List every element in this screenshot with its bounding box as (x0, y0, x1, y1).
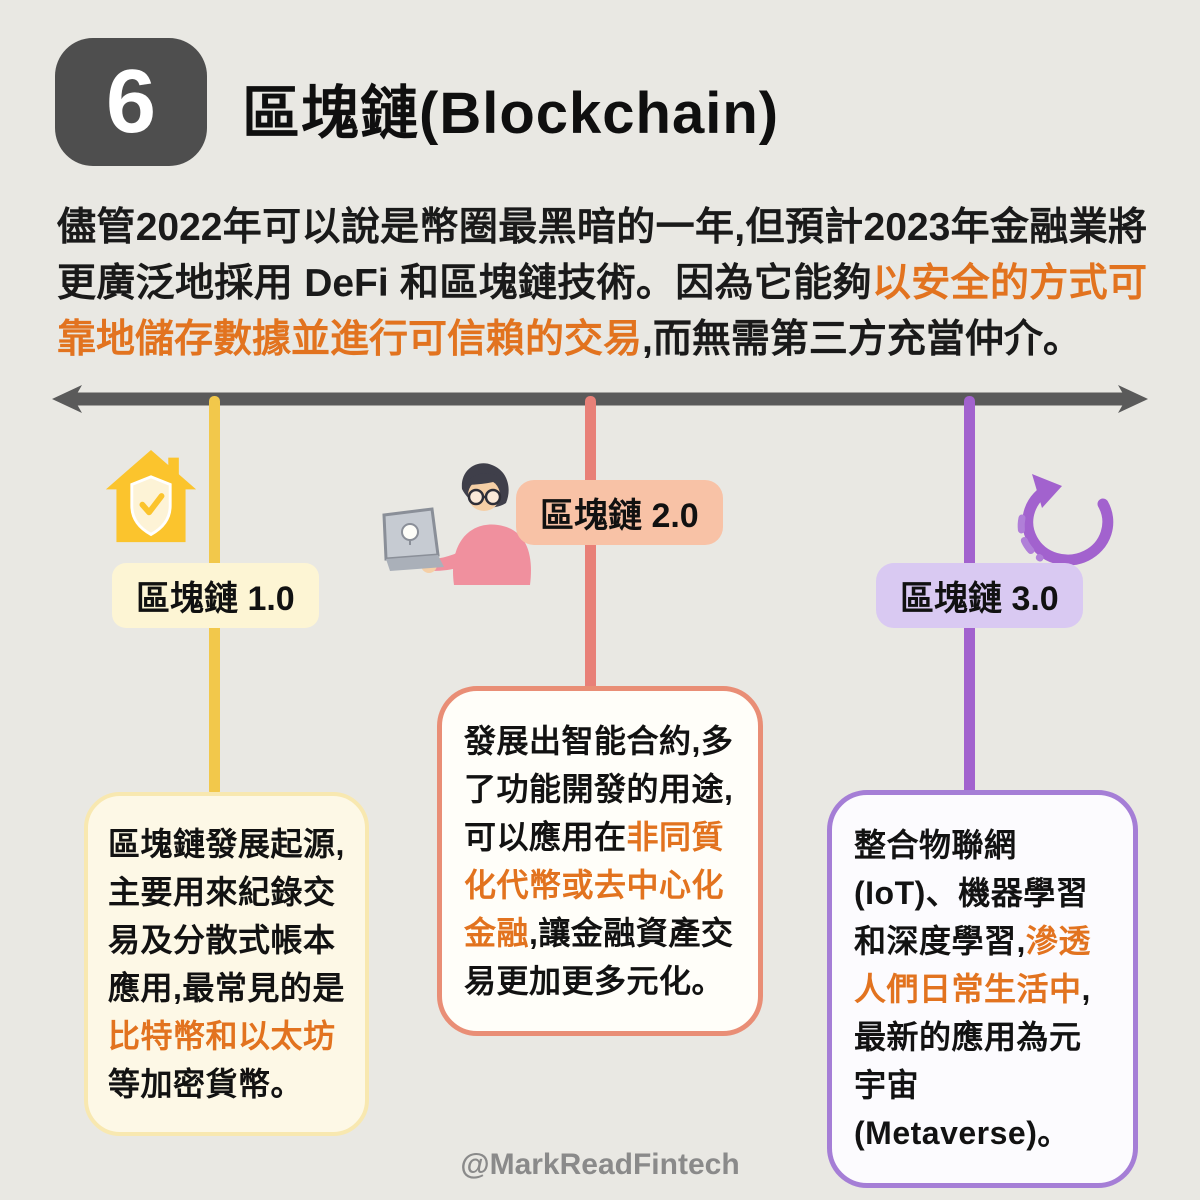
cycle-arrow-icon (1017, 474, 1114, 566)
intro-paragraph: 儘管2022年可以說是幣圈最黑暗的一年,但預計2023年金融業將更廣泛地採用 D… (57, 200, 1147, 367)
intro-text-before: 儘管2022年可以說是幣圈最黑暗的一年,但預計2023年金融業將更廣泛地採用 D… (57, 206, 1147, 305)
timeline-right-arrow-icon (1118, 385, 1148, 413)
stage-label-blockchain-3: 區塊鏈 3.0 (876, 563, 1083, 628)
stage2-text-after: ,讓金融資產交易更加更多元化。 (464, 915, 734, 999)
stage3-text-after: ,最新的應用為元宇宙(Metaverse)。 (854, 971, 1091, 1151)
stage1-text-before: 區塊鏈發展起源,主要用來紀錄交易及分散式帳本應用,最常見的是 (108, 826, 345, 1006)
stage-label-blockchain-2: 區塊鏈 2.0 (516, 480, 723, 545)
stage1-text-highlight: 比特幣和以太坊 (108, 1018, 336, 1054)
timeline-left-arrow-icon (52, 385, 82, 413)
intro-text-after: ,而無需第三方充當仲介。 (642, 317, 1082, 361)
watermark: @MarkReadFintech (460, 1148, 740, 1181)
page-number: 6 (105, 51, 157, 152)
stage3-text-before: 整合物聯網(IoT)、機器學習和深度學習, (854, 827, 1089, 959)
stage-label-blockchain-1: 區塊鏈 1.0 (112, 563, 319, 628)
page-title: 區塊鏈(Blockchain) (242, 81, 780, 146)
page-number-badge: 6 (55, 38, 207, 166)
person-laptop-icon (382, 463, 531, 585)
stage-description-2: 發展出智能合約,多了功能開發的用途,可以應用在非同質化代幣或去中心化金融,讓金融… (437, 686, 763, 1036)
house-shield-icon (105, 449, 197, 543)
stage-description-3: 整合物聯網(IoT)、機器學習和深度學習,滲透人們日常生活中,最新的應用為元宇宙… (827, 790, 1138, 1188)
stage3-text-highlight: 滲透人們日常生活中 (854, 923, 1091, 1007)
stage2-text-before: 發展出智能合約,多了功能開發的用途,可以應用在 (464, 723, 734, 855)
timeline-axis (52, 385, 1148, 413)
stage1-text-after: 等加密貨幣。 (108, 1066, 304, 1102)
stage2-text-highlight: 非同質化代幣或去中心化金融 (464, 819, 725, 951)
stage-description-1: 區塊鏈發展起源,主要用來紀錄交易及分散式帳本應用,最常見的是比特幣和以太坊等加密… (84, 792, 369, 1136)
intro-text-highlight: 以安全的方式可靠地儲存數據並進行可信賴的交易 (57, 261, 1147, 361)
